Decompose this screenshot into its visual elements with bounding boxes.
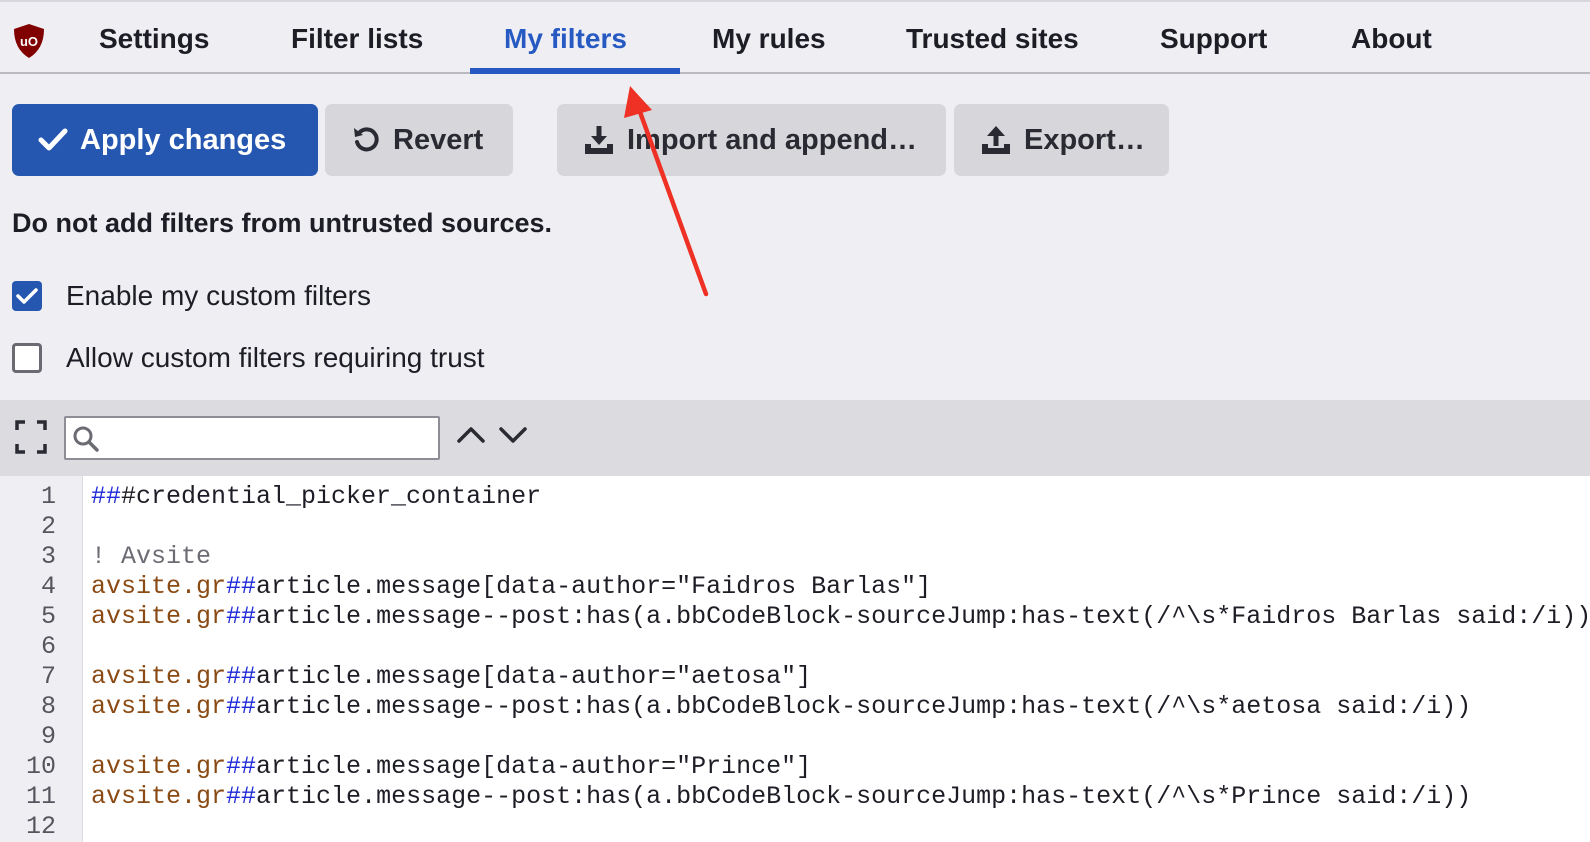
import-append-button[interactable]: Import and append… <box>557 104 946 176</box>
code-text: avsite.gr##article.message--post:has(a.b… <box>91 782 1471 812</box>
code-token-text: article.message[data-author="Faidros Bar… <box>256 572 932 601</box>
code-token-text: article.message[data-author="aetosa"] <box>256 662 812 691</box>
code-token-domain: avsite.gr <box>91 602 227 631</box>
editor-toolbar <box>0 400 1590 476</box>
active-tab-indicator <box>470 68 680 74</box>
download-icon <box>585 126 613 154</box>
code-text: ! Avsite <box>91 542 211 572</box>
line-number: 3 <box>40 542 56 571</box>
checkmark-icon <box>38 128 68 151</box>
tab-my-rules[interactable]: My rules <box>712 23 826 54</box>
search-input[interactable] <box>106 422 436 456</box>
tab-bar: uO Settings Filter lists My filters My r… <box>0 0 1590 74</box>
line-number: 7 <box>40 662 56 691</box>
code-token-hash: ## <box>226 692 257 721</box>
code-token-domain: avsite.gr <box>91 572 227 601</box>
undo-icon <box>354 127 379 152</box>
revert-button[interactable]: Revert <box>325 104 513 176</box>
enable-custom-filters-option: Enable my custom filters <box>12 278 371 314</box>
code-line[interactable]: 5 avsite.gr##article.message--post:has(a.… <box>0 602 1590 632</box>
line-number: 8 <box>40 692 56 721</box>
code-token-hash: ## <box>226 752 257 781</box>
code-token-domain: avsite.gr <box>91 662 227 691</box>
allow-trust-label: Allow custom filters requiring trust <box>66 342 485 373</box>
code-line[interactable]: 8 avsite.gr##article.message--post:has(a.… <box>0 692 1590 722</box>
line-number: 1 <box>40 482 56 511</box>
code-token-hash: ## <box>226 662 257 691</box>
code-line[interactable]: 4 avsite.gr##article.message[data-author=… <box>0 572 1590 602</box>
code-token-domain: avsite.gr <box>91 782 227 811</box>
tab-filter-lists[interactable]: Filter lists <box>291 23 424 54</box>
code-token-comment: ! Avsite <box>91 542 212 571</box>
code-line[interactable]: 12 <box>0 812 1590 842</box>
line-number: 11 <box>25 782 56 811</box>
code-line[interactable]: 6 <box>0 632 1590 662</box>
enable-custom-filters-checkbox[interactable] <box>12 281 42 311</box>
apply-changes-button[interactable]: Apply changes <box>12 104 318 176</box>
untrusted-sources-warning: Do not add filters from untrusted source… <box>12 208 553 238</box>
chevron-down-icon[interactable] <box>498 425 528 445</box>
apply-changes-label: Apply changes <box>80 123 287 156</box>
ublock-logo-icon: uO <box>14 24 44 58</box>
code-token-text: article.message[data-author="Prince"] <box>256 752 812 781</box>
code-text: avsite.gr##article.message[data-author="… <box>91 752 811 782</box>
code-token-domain: avsite.gr <box>91 752 227 781</box>
code-line[interactable]: 10 avsite.gr##article.message[data-author… <box>0 752 1590 782</box>
tab-trusted-sites[interactable]: Trusted sites <box>906 23 1079 54</box>
code-token-text: #credential_picker_container <box>121 482 542 511</box>
tab-about[interactable]: About <box>1351 23 1432 54</box>
code-text: avsite.gr##article.message--post:has(a.b… <box>91 602 1590 632</box>
allow-trust-option: Allow custom filters requiring trust <box>12 340 485 376</box>
code-text: ###credential_picker_container <box>91 482 541 512</box>
export-label: Export… <box>1024 123 1145 156</box>
allow-trust-checkbox[interactable] <box>12 343 42 373</box>
search-icon <box>73 426 99 452</box>
line-number: 6 <box>40 632 56 661</box>
search-field[interactable] <box>64 416 440 460</box>
import-append-label: Import and append… <box>627 123 917 156</box>
code-token-hash: ## <box>226 572 257 601</box>
line-number-gutter <box>0 476 83 842</box>
code-line[interactable]: 11 avsite.gr##article.message--post:has(a… <box>0 782 1590 812</box>
code-line[interactable]: 2 <box>0 512 1590 542</box>
code-text: avsite.gr##article.message--post:has(a.b… <box>91 692 1471 722</box>
code-token-hash: ## <box>91 482 122 511</box>
enable-custom-filters-label: Enable my custom filters <box>66 280 371 311</box>
tab-settings[interactable]: Settings <box>99 23 210 54</box>
line-number: 2 <box>40 512 56 541</box>
code-token-hash: ## <box>226 782 257 811</box>
code-text: avsite.gr##article.message[data-author="… <box>91 662 811 692</box>
code-token-text: article.message--post:has(a.bbCodeBlock-… <box>256 692 1472 721</box>
code-token-hash: ## <box>226 602 257 631</box>
code-line[interactable]: 3 ! Avsite <box>0 542 1590 572</box>
tab-my-filters[interactable]: My filters <box>504 23 627 54</box>
code-line[interactable]: 7 avsite.gr##article.message[data-author=… <box>0 662 1590 692</box>
code-token-text: article.message--post:has(a.bbCodeBlock-… <box>256 782 1472 811</box>
code-line[interactable]: 1 ###credential_picker_container <box>0 482 1590 512</box>
check-icon <box>16 288 38 304</box>
code-token-text: article.message--post:has(a.bbCodeBlock-… <box>256 602 1590 631</box>
upload-icon <box>982 126 1010 154</box>
code-line[interactable]: 9 <box>0 722 1590 752</box>
line-number: 10 <box>25 752 56 781</box>
chevron-up-icon[interactable] <box>456 425 486 445</box>
revert-label: Revert <box>393 123 484 156</box>
fullscreen-icon[interactable] <box>14 419 48 455</box>
tab-support[interactable]: Support <box>1160 23 1268 54</box>
code-token-domain: avsite.gr <box>91 692 227 721</box>
export-button[interactable]: Export… <box>954 104 1169 176</box>
line-number: 9 <box>40 722 56 751</box>
line-number: 4 <box>40 572 56 601</box>
svg-text:uO: uO <box>20 34 38 49</box>
code-text: avsite.gr##article.message[data-author="… <box>91 572 931 602</box>
line-number: 12 <box>25 812 56 841</box>
line-number: 5 <box>40 602 56 631</box>
